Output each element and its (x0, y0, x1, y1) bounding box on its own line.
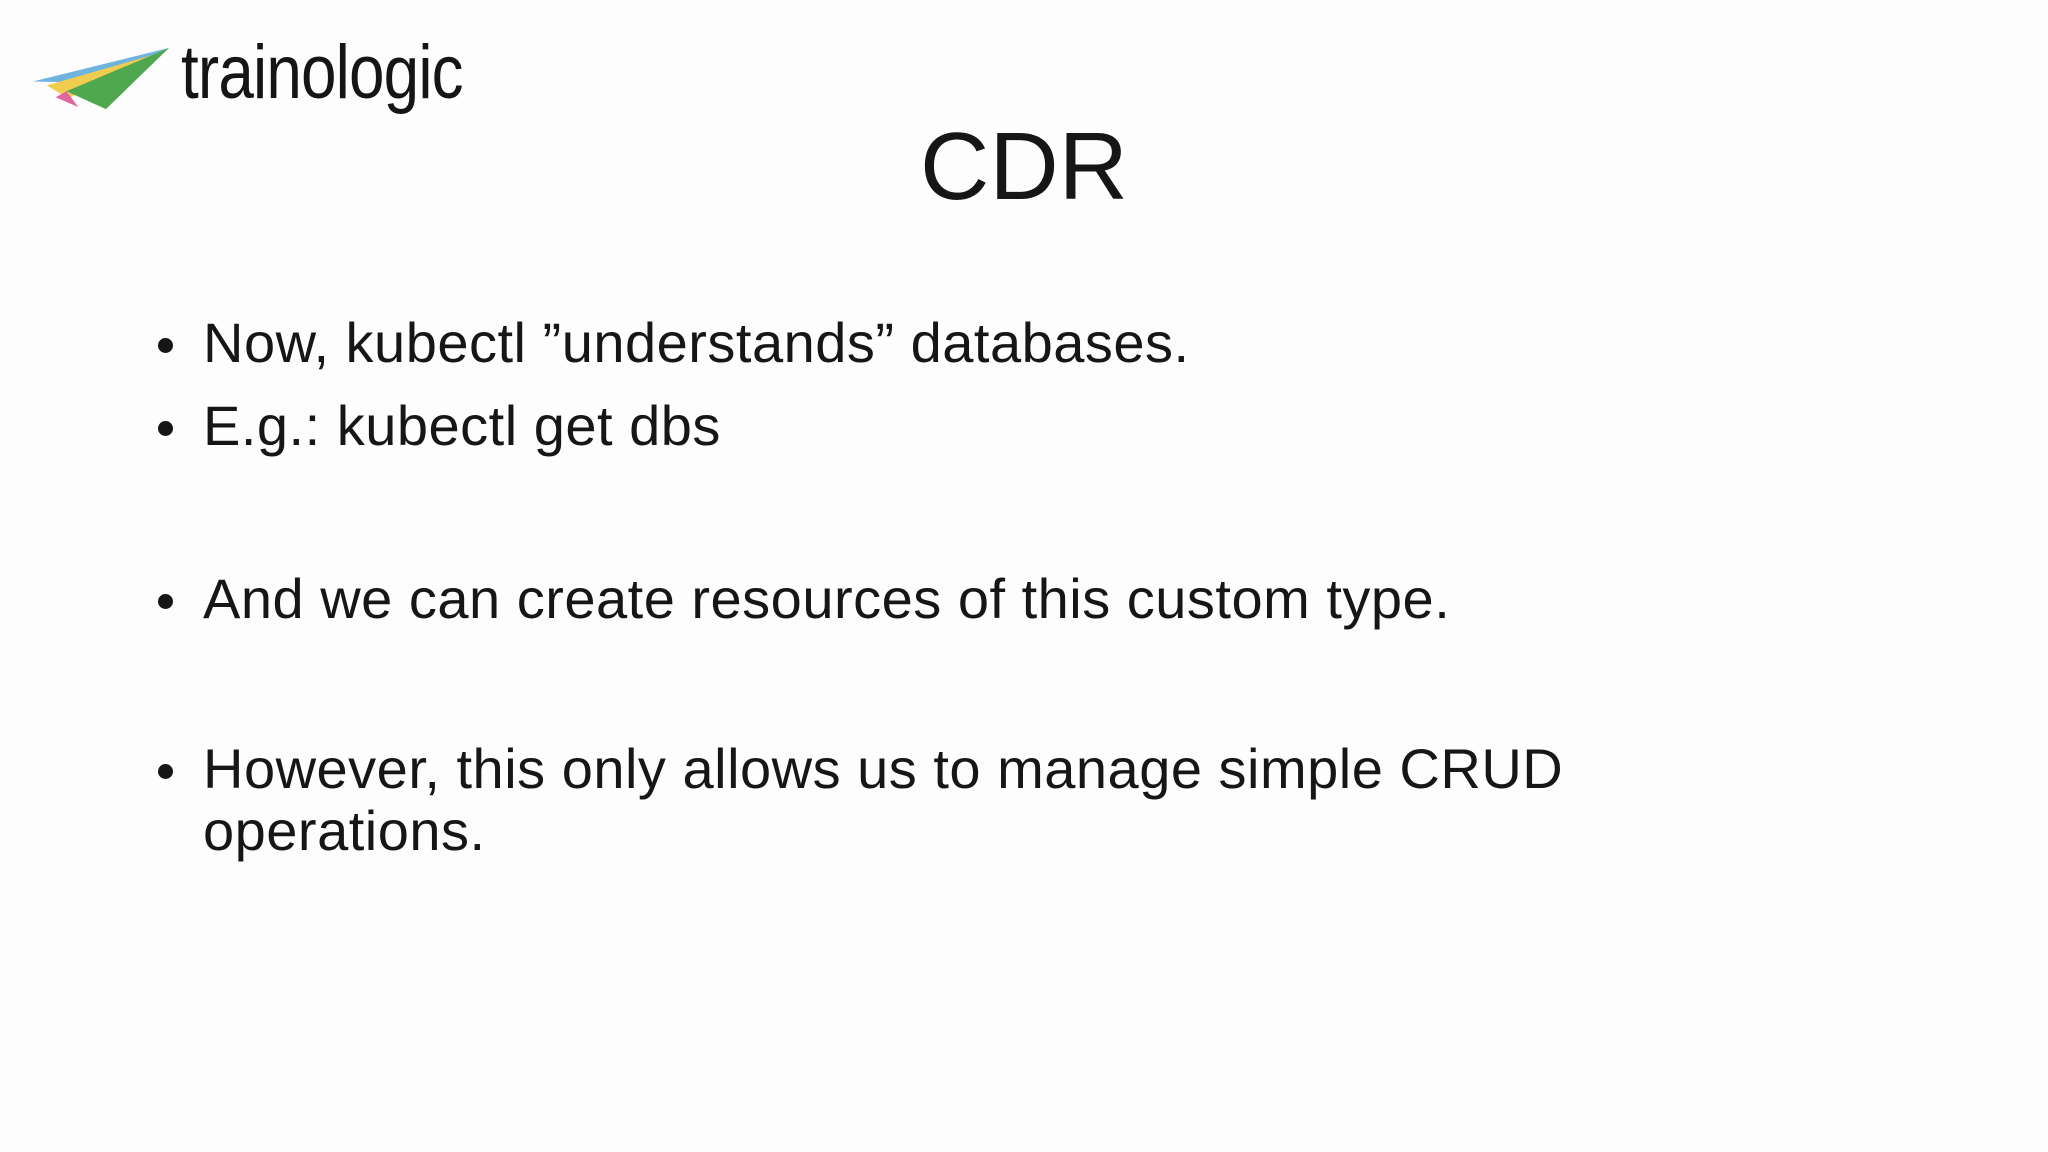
bullet-text: E.g.: kubectl get dbs (203, 394, 721, 457)
bullet-dot (158, 338, 173, 353)
bullet-item: And we can create resources of this cust… (158, 568, 1768, 630)
bullet-text: However, this only allows us to manage s… (203, 737, 1564, 862)
bullet-dot (158, 764, 173, 779)
bullet-dot (158, 421, 173, 436)
bullet-item: Now, kubectl ”understands” databases. (158, 312, 1768, 374)
bullet-dot (158, 594, 173, 609)
brand-logo: trainologic (27, 30, 516, 115)
brand-wordmark: trainologic (181, 30, 464, 115)
bullet-item: However, this only allows us to manage s… (158, 738, 1768, 862)
slide-title: CDR (920, 113, 1128, 220)
bullet-item: E.g.: kubectl get dbs (158, 395, 1768, 457)
bullet-text: Now, kubectl ”understands” databases. (203, 311, 1190, 374)
paper-plane-icon (32, 47, 170, 110)
bullet-text: And we can create resources of this cust… (203, 567, 1451, 630)
bullet-list: Now, kubectl ”understands” databases. E.… (158, 312, 1768, 862)
